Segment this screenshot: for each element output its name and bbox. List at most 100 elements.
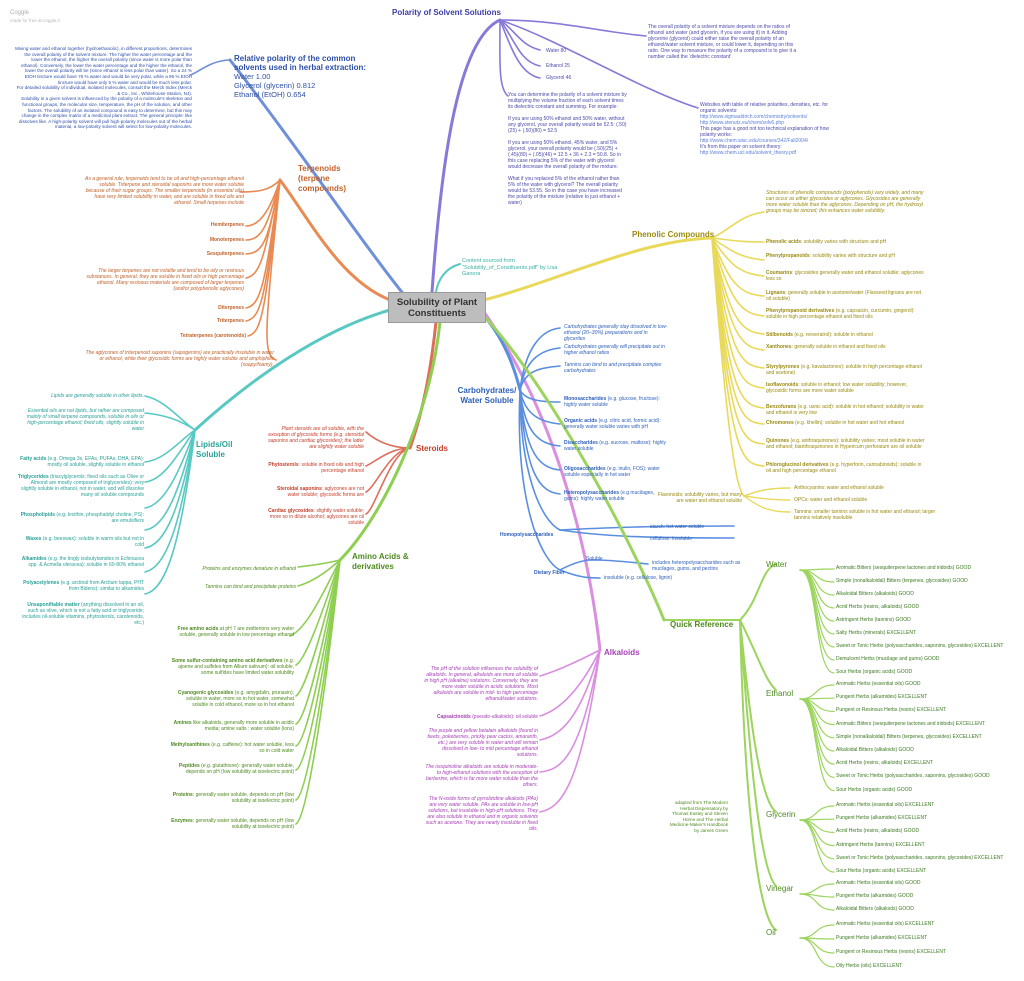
website-link[interactable]: http://www.sigmaaldrich.com/chemistry/so…	[700, 114, 808, 120]
item-bold: Oligosaccharides	[564, 466, 606, 472]
quickref-group-label[interactable]: Ethanol	[766, 689, 794, 698]
quickref-row: Sweet or Tonic Herbs (polysaccharides, s…	[836, 854, 1004, 861]
quickref-title[interactable]: Quick Reference	[670, 620, 734, 629]
quickref-row-link	[799, 893, 835, 911]
item-text: (pseudo-alkaloids): oil soluble	[470, 714, 538, 720]
polarity-title[interactable]: Polarity of Solvent Solutions	[392, 8, 501, 17]
amino-title[interactable]: Amino Acids & derivatives	[352, 552, 409, 571]
polarity-note: The overall polarity of a solvent mixtur…	[648, 24, 797, 60]
item-text: (e.g. resveratrol): soluble in ethanol	[792, 332, 873, 338]
relative-polarity-item: Water 1.00	[234, 72, 271, 81]
list-item: Tannins can bind to and precipitate comp…	[564, 362, 668, 374]
quickref-row: Sour Herbs (organic acids) GOOD	[836, 669, 913, 675]
list-item: Methylxanthines (e.g. caffeine): hot wat…	[170, 742, 294, 754]
item-text: : soluble in fixed oils and high percent…	[298, 462, 364, 474]
item-bold: Organic acids	[564, 418, 598, 424]
item-text: : glycosides generally water and ethanol…	[766, 270, 924, 282]
soluble-label: Soluble	[586, 556, 603, 562]
item-text: : generally water soluble, depends on pH…	[192, 818, 294, 830]
terpenoids-title[interactable]: Terpenoids (terpene compounds)	[298, 164, 346, 193]
quickref-group-label[interactable]: Oil	[766, 928, 776, 937]
quickref-row: Aromatic Herbs (essential oils) GOOD	[836, 880, 921, 886]
list-item: Polyacetylenes (e.g. arctinal from Arcti…	[16, 580, 144, 592]
quickref-row: Sweet or Tonic Herbs (polysaccharides, s…	[836, 773, 990, 780]
list-item: Cyanogenic glycosides (e.g. amygdalin, p…	[170, 690, 294, 708]
quickref-row: Alkaloidal Bitters (alkaloids) GOOD	[836, 906, 914, 912]
quickref-row-link	[799, 924, 835, 939]
alkaloids-title[interactable]: Alkaloids	[604, 648, 640, 657]
item-text: : solubility varies with structure and p…	[801, 239, 887, 245]
list-item: Stilbenoids (e.g. resveratrol): soluble …	[766, 332, 926, 338]
quickref-row: Alkaloidal Bitters (alkaloids) GOOD	[836, 591, 914, 597]
list-item: Unsaponifiable matter (anything dissolve…	[16, 602, 144, 626]
item-bold: Unsaponifiable matter	[27, 602, 80, 608]
phenolic-title[interactable]: Phenolic Compounds	[632, 230, 715, 239]
item-bold: Benzofurans	[766, 404, 797, 410]
item-text: (e.g. kavalactones): soluble in high per…	[766, 364, 922, 376]
center-node[interactable]: Solubility of Plant Constituents	[388, 292, 486, 323]
item-text: : solubility varies with structure and p…	[809, 253, 895, 259]
quickref-row-link	[799, 937, 835, 954]
quickref-group-label[interactable]: Glycerin	[766, 810, 796, 819]
item-text: (e.g. Omega 3s, EFAs, PUFAs, DHA, EPA): …	[46, 456, 144, 468]
quickref-group-label[interactable]: Vinegar	[766, 884, 794, 893]
flavonoids-note: Flavonoids: solubility varies, but many …	[657, 492, 742, 504]
quickref-row: Aromatic Bitters (sesquiterpene lactones…	[836, 720, 985, 727]
list-item: Carbohydrates generally stay dissolved i…	[564, 324, 668, 342]
polarity-branch-lines	[430, 18, 699, 294]
list-item: Cardiac glycosides: slightly water solub…	[266, 508, 364, 526]
item-text: (e.g. glucose, fructose): highly water s…	[564, 396, 660, 408]
list-item: Benzofurans (e.g. usnic acid): soluble i…	[766, 404, 926, 416]
website-link[interactable]: http://www.chem.uci.edu/solvent_theory.p…	[700, 150, 797, 156]
homopolysaccharides-label: Homopolysaccharides	[500, 532, 554, 538]
item-bold: Xanthones	[766, 344, 792, 350]
terpenoid-item: Triterpenes	[217, 318, 244, 324]
relative-polarity-node[interactable]: Relative polarity of the common solvents…	[234, 54, 374, 99]
item-text: (e.g. anthraquinones): solubility varies…	[766, 438, 925, 450]
polarity-value: Water 80	[546, 48, 567, 54]
item-bold: Heteropolysaccharides	[564, 490, 620, 496]
quickref-row: Simple (nonalkaloidal) Bitters (terpenes…	[836, 733, 982, 740]
item-bold: Phenylpropanoids	[766, 253, 810, 259]
terpenoids-intro: As a general rule, terpenoids tend to be…	[84, 176, 244, 206]
item-text: at pH 7 are zwitterions very water solub…	[179, 626, 294, 638]
quickref-row-link	[799, 805, 835, 821]
list-item: Heteropolysaccharides (e.g mucilages, gu…	[564, 490, 668, 502]
list-item: Plant steroids are oil soluble, with the…	[266, 426, 364, 450]
steroids-title[interactable]: Steroids	[416, 444, 449, 453]
list-item: The purple and yellow betalain alkaloids…	[424, 728, 538, 758]
quickref-row-link	[799, 937, 835, 968]
relative-polarity-note: Mixing water and ethanol together (hydro…	[15, 46, 192, 130]
item-bold: Waxes	[25, 536, 42, 542]
item-bold: Lignans	[766, 290, 786, 296]
quickref-row: Aromatic Herbs (essential oils) GOOD	[836, 681, 921, 687]
item-text: (e.g. khellin): soluble in hot water and…	[793, 420, 905, 426]
quickref-row: Pungent or Resinous Herbs (resins) EXCEL…	[836, 949, 947, 955]
item-bold: Cyanogenic glycosides	[177, 690, 234, 696]
item-text: : generally water soluble, depends on pH…	[192, 792, 294, 804]
quickref-row: Acrid Herbs (resins, alkaloids) GOOD	[836, 828, 920, 835]
list-item: The N-oxide forms of pyrrolizidine alkal…	[424, 796, 538, 832]
item-text: (e.g. caffeine): hot water soluble, less…	[209, 742, 294, 754]
source-note: Content sourced from "Solubility_of_Cons…	[462, 258, 558, 277]
quickref-group-label[interactable]: Water	[766, 560, 788, 569]
center-title: Solubility of Plant Constituents	[396, 296, 478, 319]
relative-polarity-item: Ethanol (EtOH) 0.654	[234, 90, 306, 99]
item-bold: Phytosterols	[268, 462, 299, 468]
website-link[interactable]: http://www.chem.wisc.edu/courses/342/Fal…	[700, 138, 809, 144]
carbs-title[interactable]: Carbohydrates/ Water Soluble	[457, 386, 517, 405]
item-text: (e.g. sucrose, maltose): highly water so…	[564, 440, 667, 452]
list-item: Phloroglucinol derivatives (e.g. hyperfo…	[766, 462, 926, 474]
polarity-websites: Websites with table of relative polariti…	[700, 102, 830, 156]
lipids-title[interactable]: Lipids/Oil Soluble	[196, 440, 233, 459]
website-link[interactable]: http://www.stenutz.eu/chem/solv6.php	[700, 120, 784, 126]
item-text: (e.g. lecithin, phosphatidyl choline, PS…	[55, 512, 144, 524]
quickref-row: Pungent Herbs (alkamides) EXCELLENT	[836, 935, 928, 941]
list-item: Phenylpropanoids: solubility varies with…	[766, 253, 926, 259]
from-label: It's from this paper on solvent theory:	[700, 144, 782, 150]
relative-polarity-item: Glycerol (glycerin) 0.812	[234, 81, 316, 90]
quickref-row-link	[799, 698, 835, 765]
list-item: Proteins: generally water soluble, depen…	[170, 792, 294, 804]
